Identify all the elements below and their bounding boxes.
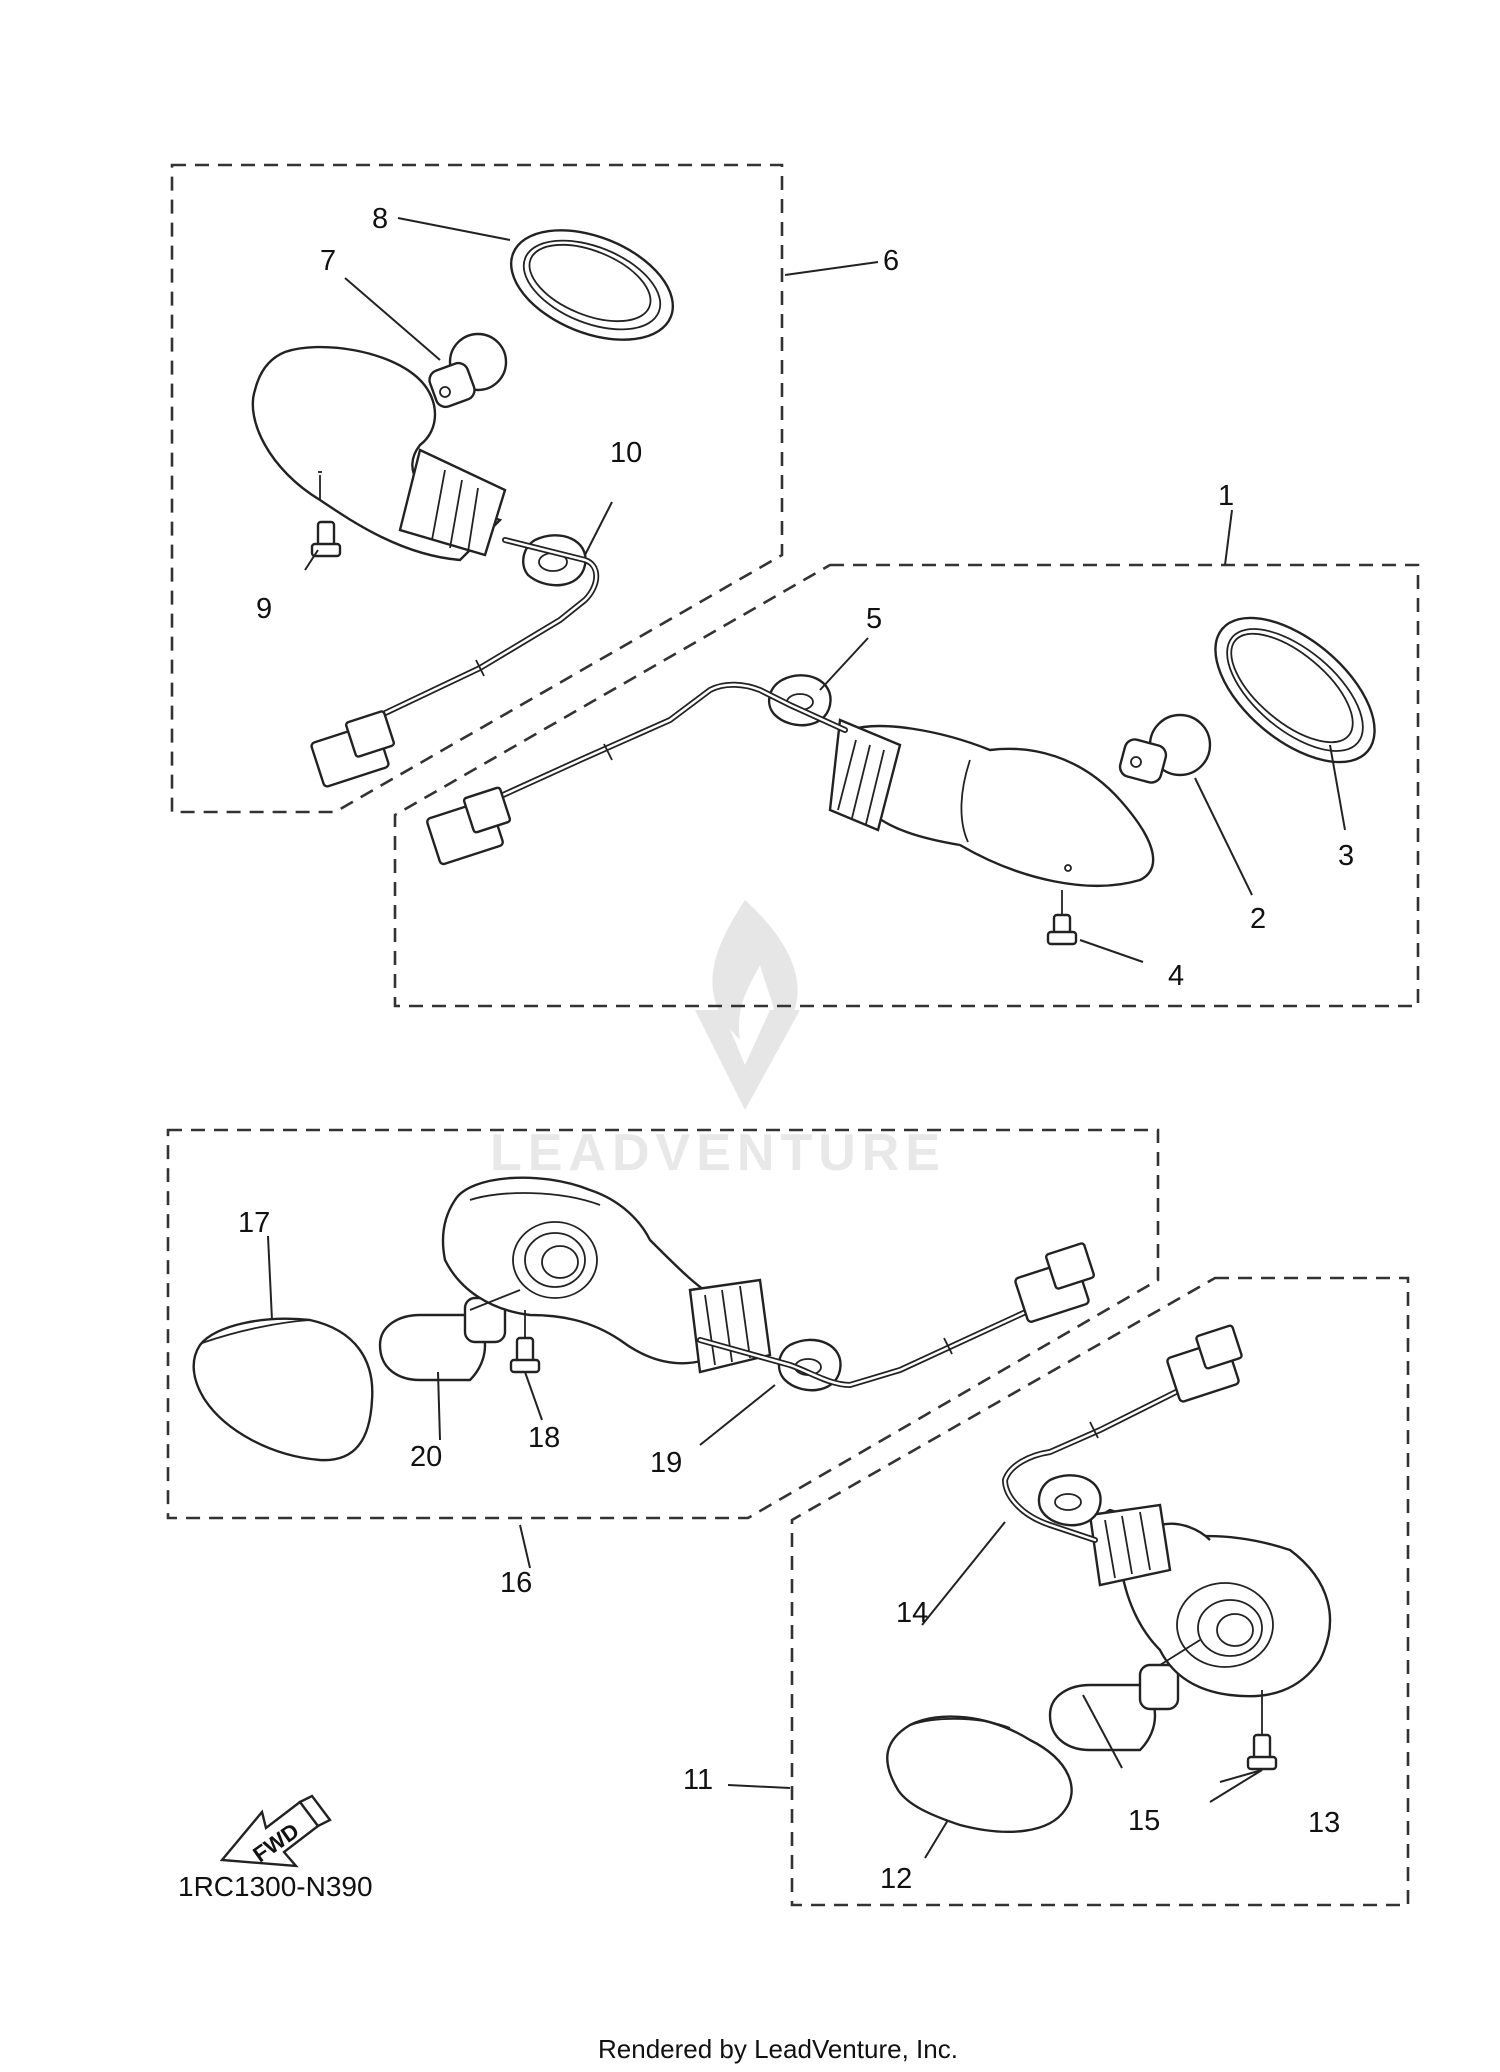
callout-14: 14 bbox=[896, 1597, 928, 1629]
turn-signal-assembly-16 bbox=[192, 1176, 1096, 1462]
turn-signal-assembly-6 bbox=[251, 229, 675, 788]
callout-16: 16 bbox=[500, 1567, 532, 1599]
callout-8: 8 bbox=[372, 203, 388, 235]
callout-3: 3 bbox=[1338, 840, 1354, 872]
callout-1: 1 bbox=[1218, 480, 1234, 512]
diagram-code: 1RC1300-N390 bbox=[178, 1871, 373, 1902]
footer-credit: Rendered by LeadVenture, Inc. bbox=[598, 2034, 958, 2064]
callout-18: 18 bbox=[528, 1422, 560, 1454]
callout-15: 15 bbox=[1128, 1805, 1160, 1837]
group-box-11 bbox=[790, 1276, 1410, 1907]
watermark-logo: LEADVENTURE bbox=[490, 900, 946, 1182]
group-box-6 bbox=[170, 163, 784, 814]
callout-4: 4 bbox=[1168, 960, 1184, 992]
callout-19: 19 bbox=[650, 1447, 682, 1479]
turn-signal-assembly-1 bbox=[426, 616, 1376, 946]
callout-13: 13 bbox=[1308, 1807, 1340, 1839]
callout-9: 9 bbox=[256, 593, 272, 625]
fwd-arrow-icon: FWD bbox=[219, 1794, 332, 1868]
callout-5: 5 bbox=[866, 603, 882, 635]
callout-17: 17 bbox=[238, 1207, 270, 1239]
callout-6: 6 bbox=[883, 245, 899, 277]
callout-20: 20 bbox=[410, 1441, 442, 1473]
turn-signal-assembly-11 bbox=[886, 1324, 1332, 1833]
callout-labels: 1 2 3 4 5 6 7 8 9 10 11 12 13 14 15 16 1… bbox=[238, 203, 1354, 1895]
callout-10: 10 bbox=[610, 437, 642, 469]
callout-12: 12 bbox=[880, 1863, 912, 1895]
callout-11: 11 bbox=[683, 1764, 713, 1796]
leader-lines bbox=[267, 217, 1346, 1859]
watermark-text: LEADVENTURE bbox=[490, 1124, 946, 1182]
group-box-16 bbox=[166, 1128, 1160, 1520]
callout-7: 7 bbox=[320, 245, 336, 277]
callout-2: 2 bbox=[1250, 903, 1266, 935]
group-box-1 bbox=[393, 563, 1420, 1008]
